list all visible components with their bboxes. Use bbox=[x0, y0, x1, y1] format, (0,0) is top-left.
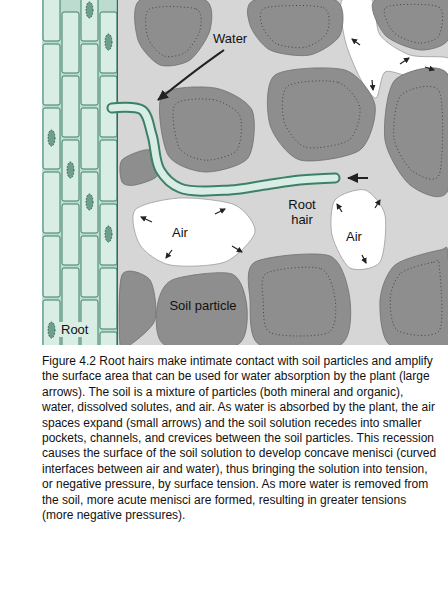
cell-nucleus bbox=[67, 162, 74, 178]
cell-nucleus bbox=[86, 2, 93, 18]
root-cell bbox=[62, 268, 79, 329]
cell-nucleus bbox=[105, 34, 112, 50]
particle-texture bbox=[390, 260, 442, 335]
particle-body bbox=[119, 271, 156, 345]
expansion-arrow bbox=[166, 250, 172, 258]
figure-caption: Figure 4.2 Root hairs make intimate cont… bbox=[42, 354, 438, 523]
root-cell bbox=[100, 140, 117, 201]
expansion-arrow bbox=[375, 200, 380, 208]
root-cell bbox=[81, 44, 98, 105]
root-cell bbox=[43, 236, 60, 297]
particle-texture bbox=[394, 86, 443, 179]
root-hair-label: Root hair bbox=[281, 197, 323, 227]
root-hair-wall bbox=[112, 107, 335, 191]
particle-body bbox=[248, 254, 350, 345]
air-label: Air bbox=[346, 229, 362, 244]
soil-particle bbox=[380, 247, 448, 345]
absorption-arrow bbox=[158, 50, 224, 100]
soil-particle bbox=[384, 68, 448, 197]
air-space bbox=[331, 190, 386, 270]
particle-texture bbox=[282, 81, 360, 148]
root-cell bbox=[62, 140, 79, 201]
soil-particle bbox=[372, 0, 448, 50]
particle-body bbox=[267, 68, 375, 161]
particle-texture bbox=[173, 99, 241, 160]
particle-body bbox=[156, 273, 247, 345]
expansion-arrow bbox=[425, 67, 434, 70]
root-cell bbox=[100, 268, 117, 329]
expansion-arrow bbox=[372, 80, 373, 90]
root-hair bbox=[112, 107, 335, 191]
air-label: Air bbox=[172, 225, 188, 240]
root-cell bbox=[81, 108, 98, 169]
root-tissue bbox=[42, 0, 118, 345]
soil-particle bbox=[267, 68, 375, 161]
expansion-arrow bbox=[215, 209, 225, 214]
expansion-arrow bbox=[337, 204, 342, 212]
particle-texture bbox=[260, 6, 329, 48]
root-cell bbox=[43, 0, 60, 41]
particle-body bbox=[135, 0, 212, 66]
root-label: Root bbox=[58, 322, 91, 337]
expansion-arrow bbox=[352, 39, 360, 45]
root-cell bbox=[81, 172, 98, 233]
particle-body bbox=[159, 87, 254, 172]
soil-particle bbox=[135, 0, 212, 66]
root-cell bbox=[100, 332, 117, 345]
root-cell bbox=[62, 12, 79, 73]
absorption-arrow bbox=[348, 177, 368, 179]
root-cell bbox=[100, 204, 117, 265]
root-cell bbox=[81, 0, 98, 41]
cell-nucleus bbox=[86, 194, 93, 210]
air-space bbox=[133, 198, 255, 266]
root-cell bbox=[81, 236, 98, 297]
soil-particle bbox=[159, 87, 254, 172]
particle-body bbox=[247, 0, 343, 56]
expansion-arrow bbox=[141, 217, 152, 222]
particle-body bbox=[372, 0, 448, 50]
particle-body bbox=[384, 68, 448, 197]
particle-body bbox=[380, 247, 448, 345]
root-cell bbox=[43, 172, 60, 233]
root-surface bbox=[117, 0, 118, 345]
soil-particle bbox=[156, 273, 247, 345]
water-label: Water bbox=[213, 31, 247, 46]
root-cell bbox=[43, 108, 60, 169]
particle-texture bbox=[262, 267, 336, 336]
expansion-arrow bbox=[400, 58, 409, 64]
cell-nucleus bbox=[105, 226, 112, 242]
cell-nucleus bbox=[48, 130, 55, 146]
soil-particle bbox=[248, 254, 350, 345]
root-cell bbox=[100, 12, 117, 73]
cell-nucleus bbox=[48, 322, 55, 338]
root-cell bbox=[43, 44, 60, 105]
soil-particle-label: Soil particle bbox=[168, 298, 238, 313]
particle-texture bbox=[146, 7, 202, 57]
root-cell bbox=[62, 204, 79, 265]
expansion-arrow bbox=[232, 246, 242, 252]
expansion-arrow bbox=[362, 255, 366, 263]
soil-particle bbox=[119, 271, 156, 345]
soil-particle bbox=[247, 0, 343, 56]
soil-illustration bbox=[0, 0, 448, 350]
root-cell bbox=[62, 76, 79, 137]
particle-texture bbox=[384, 4, 442, 43]
